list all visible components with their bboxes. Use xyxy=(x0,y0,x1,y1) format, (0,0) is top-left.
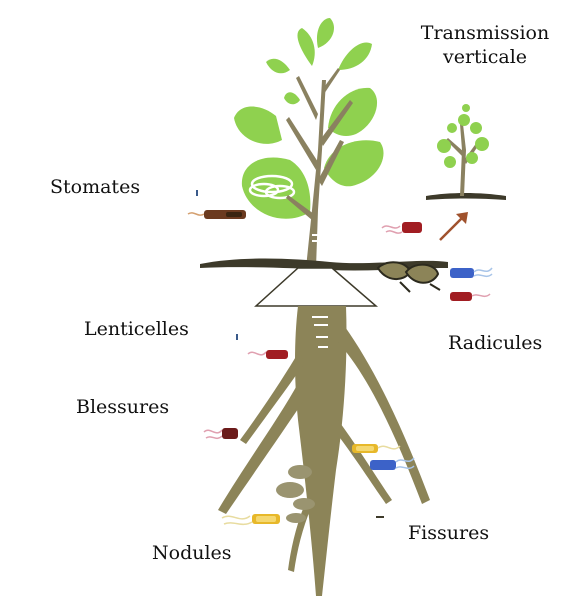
bacterium-radicule-blue xyxy=(450,268,492,278)
leaf xyxy=(338,42,372,70)
plant-foliage xyxy=(234,18,384,219)
leaf xyxy=(234,107,282,144)
label-fissures: Fissures xyxy=(408,522,489,546)
root-system xyxy=(218,306,430,596)
transmission-arrow xyxy=(440,212,468,240)
seed-tail xyxy=(400,282,410,292)
label-transmission-line2: verticale xyxy=(410,46,560,70)
label-transmission-line1: Transmission xyxy=(410,22,560,46)
seedling xyxy=(426,104,506,200)
label-radicules: Radicules xyxy=(448,332,542,356)
bacterium-stomates xyxy=(188,210,246,219)
seedling-leaf xyxy=(462,104,470,112)
bacterium-fissures-yellow xyxy=(352,444,400,453)
main-root xyxy=(295,306,347,596)
seedling-leaf xyxy=(470,122,482,134)
tick-mark xyxy=(376,516,384,518)
seedling-leaf xyxy=(444,156,456,168)
tick-mark xyxy=(236,334,238,340)
seedling-soil xyxy=(426,193,506,200)
seedling-leaf xyxy=(458,114,470,126)
seedling-leaf xyxy=(475,137,489,151)
bacterium-transmission xyxy=(382,222,422,233)
label-transmission: Transmission verticale xyxy=(410,22,560,70)
label-nodules: Nodules xyxy=(152,542,232,566)
seedling-leaf xyxy=(437,139,451,153)
label-lenticelles: Lenticelles xyxy=(84,318,189,342)
root-branch-right xyxy=(336,320,430,504)
tick-mark xyxy=(196,190,198,196)
leaf xyxy=(317,18,334,48)
bacterium-radicule-red xyxy=(450,292,490,301)
label-stomates: Stomates xyxy=(50,176,140,200)
seedling-leaf xyxy=(466,152,478,164)
seed xyxy=(406,265,438,283)
seed xyxy=(378,262,410,279)
bacterium-blessures xyxy=(204,428,238,439)
leaf xyxy=(266,59,290,74)
seedling-leaf xyxy=(447,123,457,133)
stem-mark xyxy=(312,240,318,242)
magnifier-trapezoid xyxy=(256,268,376,306)
leaf xyxy=(284,92,300,104)
seed-tail xyxy=(430,284,440,290)
bacterium-nodules xyxy=(222,514,280,524)
label-blessures: Blessures xyxy=(76,396,169,420)
bacterium-lenticelles xyxy=(248,350,288,359)
leaf xyxy=(297,28,314,66)
branch xyxy=(296,76,318,120)
leaf xyxy=(328,88,377,136)
stem-mark xyxy=(312,234,318,236)
